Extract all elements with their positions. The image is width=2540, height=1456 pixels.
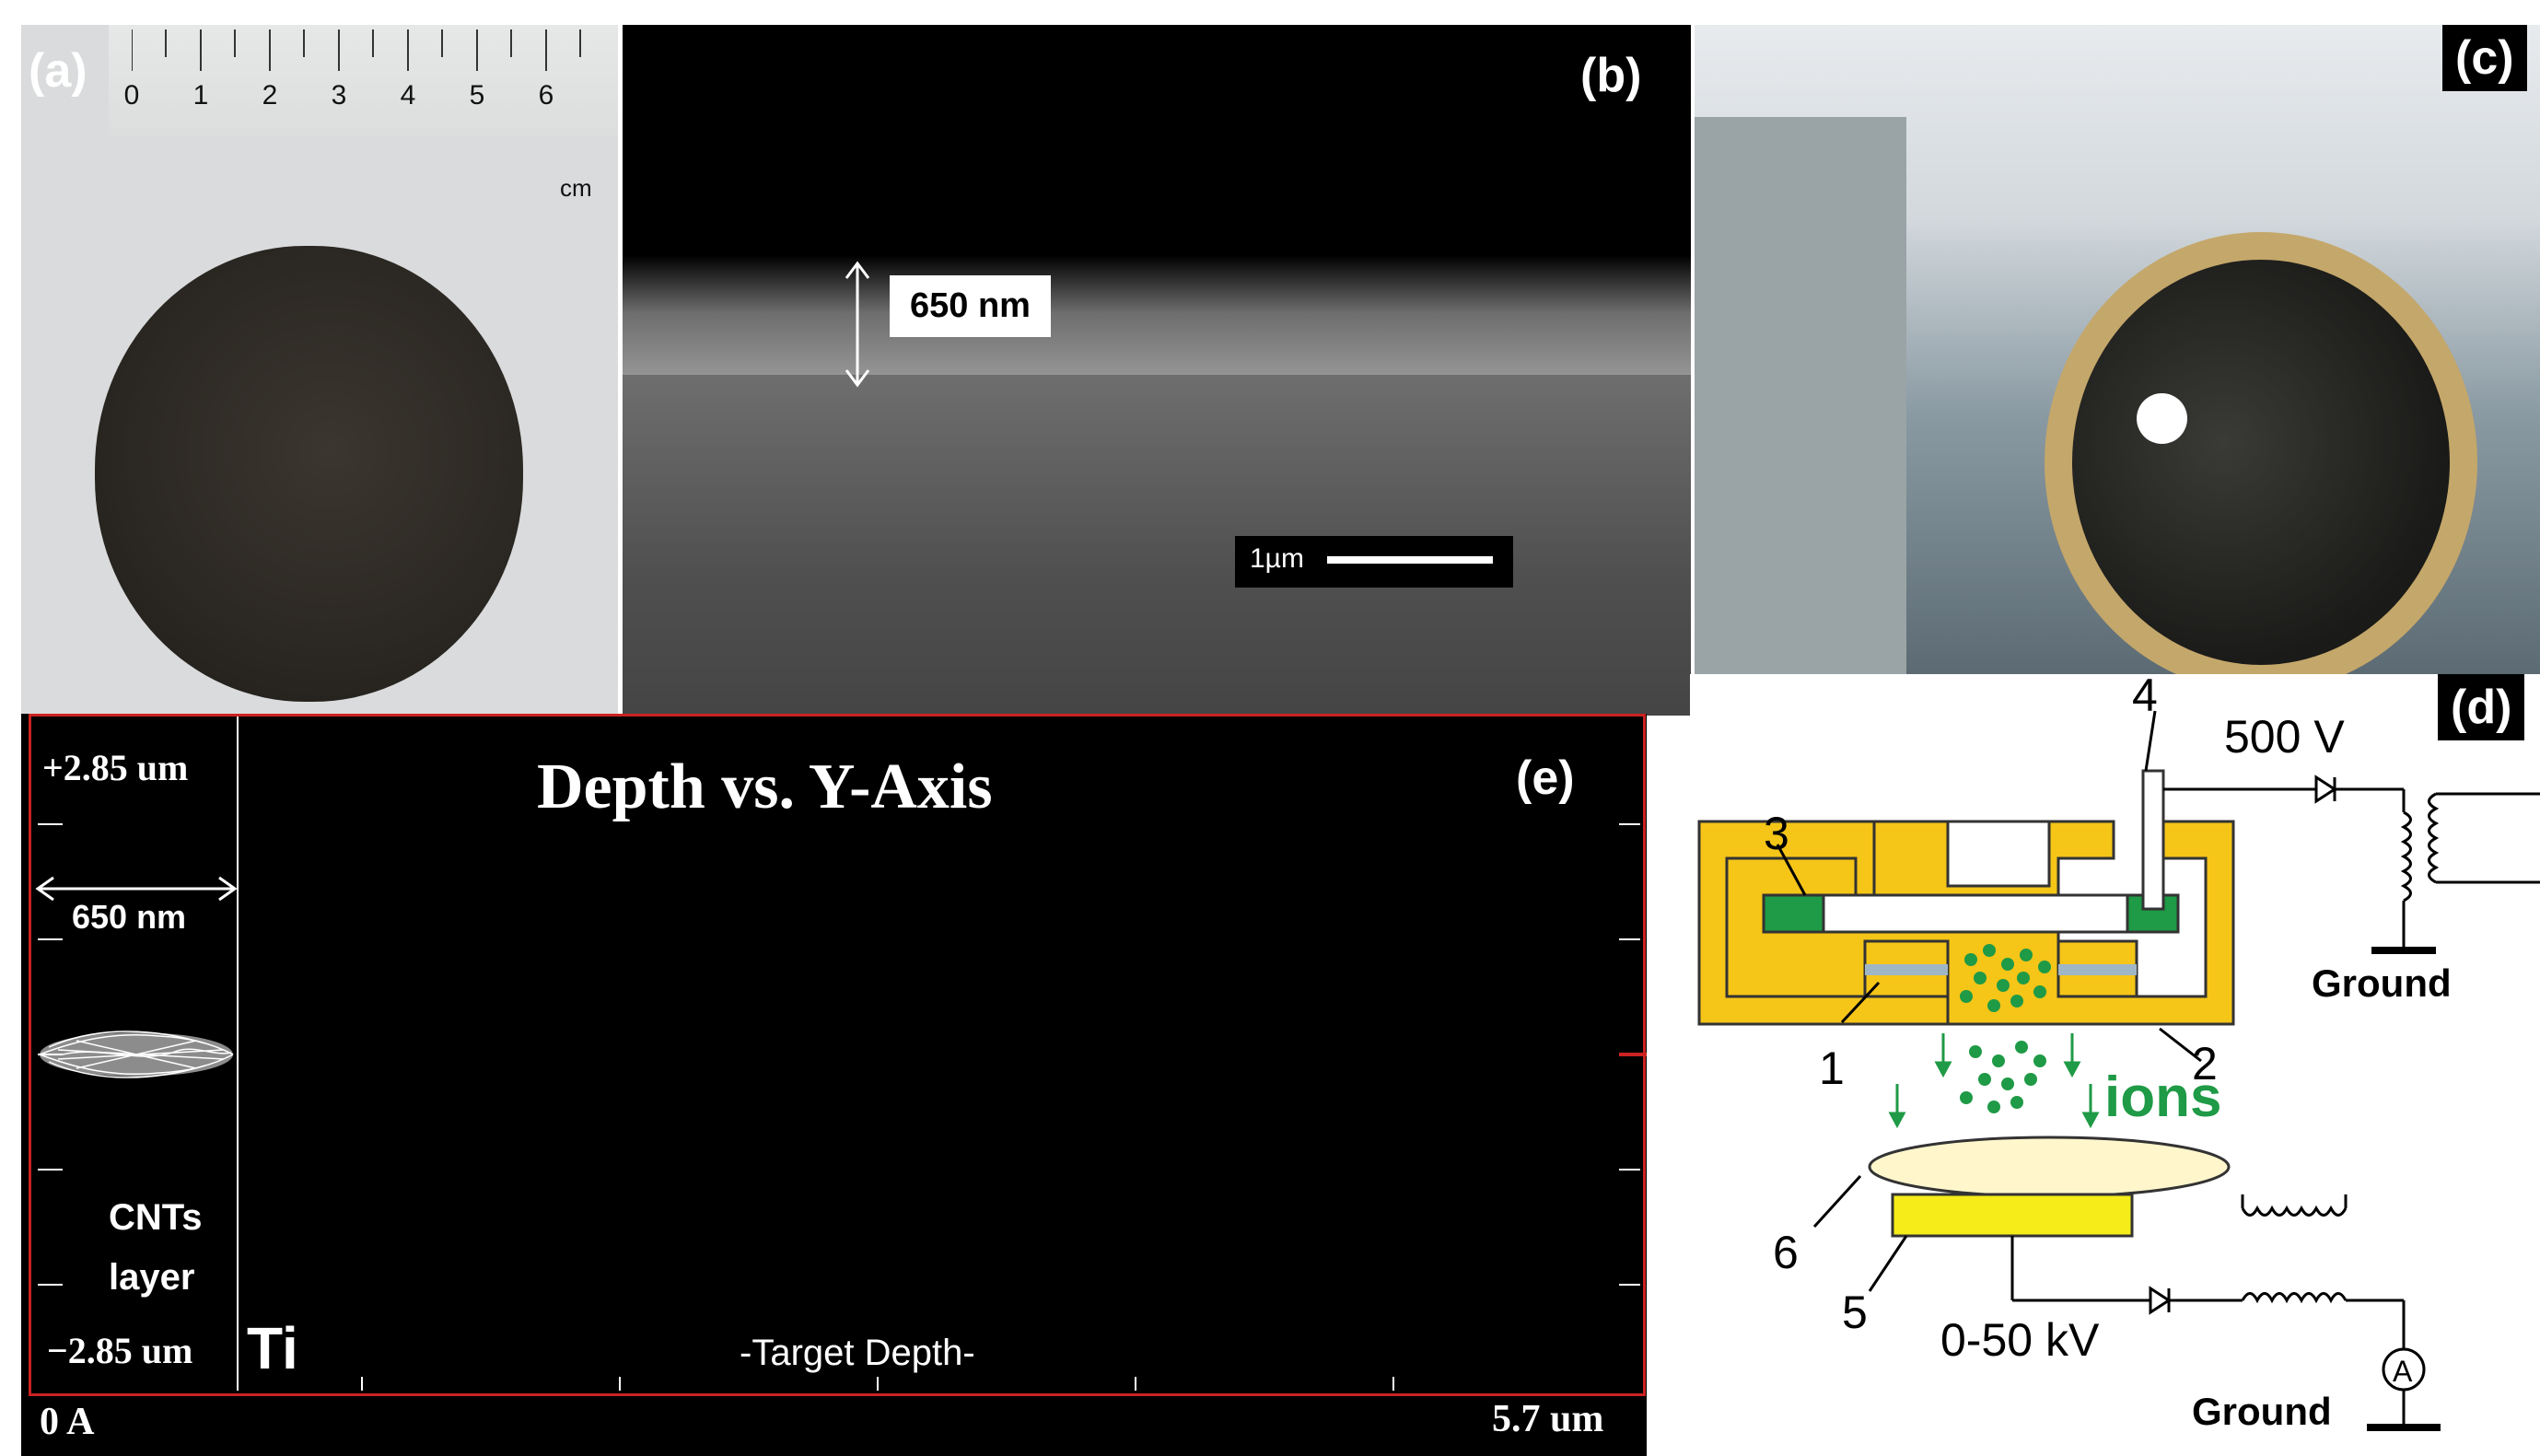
ion-source-diagram: 3 4 1 2 6 5 500 V 0-50 kV Ground Ground …	[1697, 674, 2540, 1433]
ruler-num: 0	[123, 80, 140, 111]
thickness-arrow	[845, 261, 870, 388]
ruler-num: 5	[469, 80, 485, 111]
x-end-label: 5.7 um	[1492, 1398, 1604, 1440]
x-start-label: 0 A	[40, 1401, 95, 1443]
anode	[1762, 893, 2180, 934]
panel-tag: (d)	[2438, 674, 2525, 740]
plot-axes	[35, 716, 1647, 1391]
sample	[1868, 1136, 2231, 1198]
ruler-num: 3	[331, 80, 347, 111]
label-5: 5	[1842, 1287, 1868, 1338]
panel-b-sem: 650 nm 1µm (b)	[623, 25, 1691, 716]
ruler-num: 2	[262, 80, 278, 111]
thickness-label: 650 nm	[890, 275, 1051, 337]
holder	[1891, 1193, 2134, 1238]
voltage-top: 500 V	[2224, 711, 2345, 763]
top-window	[1946, 820, 2051, 888]
ruler: 0 1 2 3 4 5 6	[109, 25, 618, 135]
x-axis-label: -Target Depth-	[740, 1333, 975, 1373]
plot-title: Depth vs. Y-Axis	[537, 751, 993, 822]
sample-disk	[95, 246, 523, 702]
control-cabinet	[1695, 117, 1906, 674]
cathode-stripe	[1865, 964, 1948, 975]
feedthrough	[2141, 769, 2165, 911]
layer-label-2: layer	[109, 1257, 195, 1298]
substrate	[623, 375, 1691, 716]
housing-left	[1697, 820, 1950, 1026]
label-1: 1	[1819, 1042, 1845, 1094]
cathode-stripe	[2058, 964, 2137, 975]
chamber-opening	[2072, 260, 2450, 665]
ground-top: Ground	[2312, 961, 2452, 1005]
ruler-ticks	[132, 29, 581, 71]
panel-e-srim-plot: Depth vs. Y-Axis +2.85 um 650 nm CNTs la…	[21, 714, 1647, 1456]
voltage-bottom: 0-50 kV	[1940, 1314, 2100, 1366]
y-top-label: +2.85 um	[42, 747, 189, 788]
label-6: 6	[1773, 1227, 1799, 1278]
ground-bottom: Ground	[2192, 1390, 2332, 1433]
panel-c-photo: (c)	[1695, 25, 2540, 674]
y-bottom-label: −2.85 um	[47, 1330, 193, 1371]
ions-label: ions	[2104, 1066, 2221, 1129]
insulator-left	[1762, 893, 1825, 934]
panel-tag: (a)	[29, 44, 87, 98]
panel-tag: (c)	[2442, 25, 2527, 91]
panel-d-schematic: 3 4 1 2 6 5 500 V 0-50 kV Ground Ground …	[1690, 674, 2540, 1456]
panel-tag: (e)	[1516, 751, 1575, 805]
ruler-unit: cm	[560, 174, 592, 202]
target-label: Ti	[247, 1315, 298, 1381]
label-3: 3	[1764, 808, 1789, 859]
layer-label-1: CNTs	[109, 1197, 203, 1238]
width-label: 650 nm	[72, 898, 187, 936]
panel-tag: (b)	[1580, 49, 1642, 102]
scale-label: 1µm	[1250, 543, 1304, 574]
label-2: 2	[2192, 1038, 2218, 1089]
scale-bar-line	[1327, 556, 1493, 564]
scale-bar: 1µm	[1235, 536, 1513, 588]
ruler-num: 4	[400, 80, 416, 111]
label-4: 4	[2132, 674, 2158, 721]
panel-a-photo: 0 1 2 3 4 5 6 cm (a)	[21, 25, 618, 716]
ruler-num: 6	[538, 80, 554, 111]
ammeter-label: A	[2393, 1355, 2413, 1388]
ruler-num: 1	[192, 80, 209, 111]
chamber-light	[2137, 393, 2187, 444]
cnt-layer	[623, 255, 1691, 384]
